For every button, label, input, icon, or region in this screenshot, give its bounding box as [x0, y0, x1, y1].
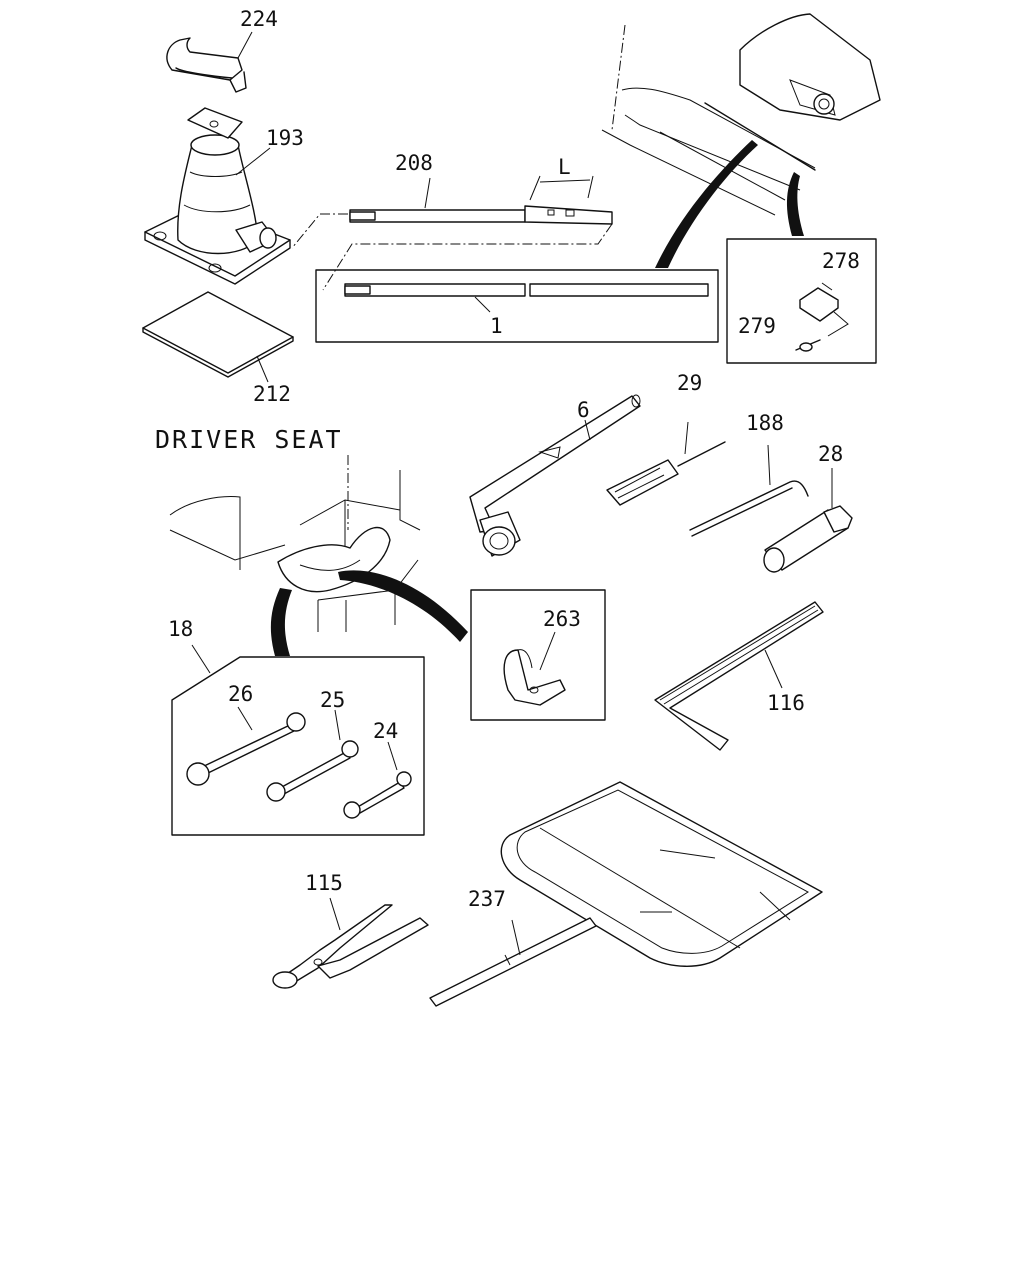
screwdriver-29-drawing: [606, 421, 726, 506]
clip-box: [726, 238, 877, 364]
label-29: 29: [677, 371, 702, 395]
label-26: 26: [228, 682, 253, 706]
label-237: 237: [468, 887, 506, 911]
dimension-label-L: L: [558, 155, 571, 179]
label-263: 263: [543, 607, 581, 631]
box-wrench-28-drawing: [763, 468, 853, 573]
pliers-115-drawing: [272, 897, 429, 989]
label-116: 116: [767, 691, 805, 715]
holder-box: [470, 589, 606, 721]
label-28: 28: [818, 442, 843, 466]
label-18: 18: [168, 617, 193, 641]
manual-212-drawing: [142, 291, 294, 383]
cab-floor-view: [601, 13, 881, 268]
driver-seat-caption: DRIVER SEAT: [155, 425, 343, 454]
label-115: 115: [305, 871, 343, 895]
wheel-wrench-6-drawing: [469, 394, 641, 557]
tool-bag-237-drawing: [429, 781, 823, 1007]
label-1: 1: [490, 314, 503, 338]
hex-key-116-drawing: [654, 601, 824, 751]
driver-seat-area-drawing: [169, 455, 468, 656]
handle-208-drawing: [291, 175, 613, 291]
label-212: 212: [253, 382, 291, 406]
label-6: 6: [577, 398, 590, 422]
extension-bar-box: [315, 269, 719, 343]
label-279: 279: [738, 314, 776, 338]
label-193: 193: [266, 126, 304, 150]
label-224: 224: [240, 7, 278, 31]
label-25: 25: [320, 688, 345, 712]
label-208: 208: [395, 151, 433, 175]
label-278: 278: [822, 249, 860, 273]
jack-193-drawing: [144, 107, 291, 285]
label-24: 24: [373, 719, 398, 743]
clamp-224-drawing: [166, 31, 253, 93]
part-labels: 224 193 208 L 212 1 278 279 6 29 188 28 …: [155, 7, 860, 911]
label-188: 188: [746, 411, 784, 435]
wrench-set-box: [171, 644, 425, 836]
rod-188-drawing: [689, 444, 809, 537]
